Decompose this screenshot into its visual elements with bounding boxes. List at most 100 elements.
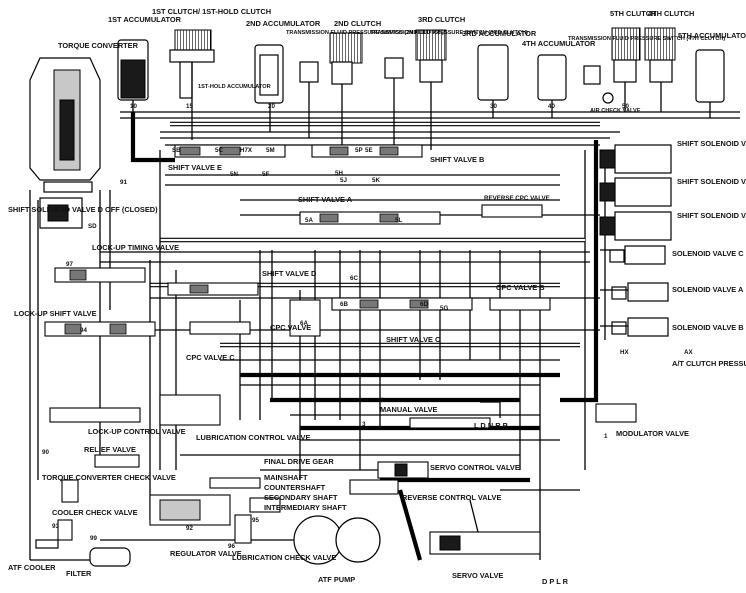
tfps-2nd-label: TRANSMISSION FLUID PRESSURE SWITCH (2ND … — [286, 30, 444, 36]
lock-up-control-label: LOCK-UP CONTROL VALVE — [88, 427, 186, 436]
1st-accumulator-piston — [120, 59, 146, 99]
mainshaft-block — [209, 477, 261, 489]
mainshaft-label: MAINSHAFT — [264, 473, 308, 482]
1st-clutch-pack — [174, 29, 212, 53]
port-labels: 10 15 20 30 40 50 SB 5C H7X SD 5A 1 3 4 … — [42, 103, 693, 550]
4th-accumulator — [537, 54, 567, 101]
shift-valve-e-label: SHIFT VALVE E — [168, 163, 222, 172]
lnrp-label: L D N R P — [474, 421, 508, 430]
port-5g: 5G — [440, 305, 448, 312]
tfps-2nd — [299, 61, 319, 83]
solenoid-b-inlet — [611, 321, 627, 335]
2nd-accumulator-piston — [259, 54, 279, 96]
shift-solenoid-b-body — [614, 144, 672, 174]
modulator-valve-body — [595, 403, 637, 423]
port-94: 94 — [80, 327, 87, 334]
4th-accumulator-label: 4TH ACCUMULATOR — [522, 39, 596, 48]
shift-solenoid-a-body — [614, 211, 672, 241]
2nd-clutch-label: 2ND CLUTCH — [334, 19, 381, 28]
regulator-label: REGULATOR VALVE — [170, 549, 242, 558]
solenoid-a-inlet — [611, 286, 627, 300]
cooler-check-label: COOLER CHECK VALVE — [52, 508, 138, 517]
lock-up-shift-valve-body — [44, 321, 156, 337]
port-99: 99 — [90, 535, 97, 542]
shift-solenoid-b-label: SHIFT SOLENOID VALVE B ON (CLOSED) — [677, 139, 746, 148]
port-5m: 5M — [266, 147, 275, 154]
reverse-control-valve-body — [349, 479, 399, 495]
4th-clutch-drum — [649, 59, 673, 83]
port-5a: 5A — [305, 217, 313, 224]
port-5c: 5C — [215, 147, 223, 154]
valve-bodies — [35, 144, 637, 567]
port-1: 1 — [604, 433, 608, 440]
solenoid-b-block — [627, 317, 669, 337]
atf-pump-label: ATF PUMP — [318, 575, 355, 584]
reverse-cpc-valve-body — [481, 204, 543, 218]
shift-solenoid-a-label: SHIFT SOLENOID VALVE A OFF (CLOSED) — [677, 211, 746, 220]
lube-control-label: LUBRICATION CONTROL VALVE — [196, 433, 310, 442]
torque-converter-label: TORQUE CONVERTER — [58, 41, 139, 50]
port-h7x: H7X — [240, 147, 253, 154]
intermediary-shaft-block — [249, 497, 281, 513]
solenoid-c-block — [624, 245, 666, 265]
port-5l: 5L — [395, 217, 402, 224]
lock-up-timing-valve-body — [54, 267, 146, 283]
port-40: 40 — [548, 103, 555, 110]
dpr-label: D P L R — [542, 577, 569, 586]
port-6c: 6C — [350, 275, 358, 282]
filter-block — [89, 547, 131, 567]
solenoid-a-label: SOLENOID VALVE A — [672, 285, 744, 294]
relief-valve-body — [94, 454, 140, 468]
solenoid-c-inlet — [609, 249, 625, 263]
port-30: 30 — [490, 103, 497, 110]
shift-solenoid-c-label: SHIFT SOLENOID VALVE C ON (CLOSED) — [677, 177, 746, 186]
port-5e: 5E — [365, 147, 373, 154]
cpc-valve-label: CPC VALVE — [270, 323, 311, 332]
torque-converter-hub — [43, 181, 93, 193]
filter-label: FILTER — [66, 569, 92, 578]
port-5f: 5F — [262, 171, 269, 178]
solenoid-b-label: SOLENOID VALVE B — [672, 323, 744, 332]
port-50: 50 — [622, 103, 629, 110]
port-sb: SB — [172, 147, 181, 154]
5th-clutch-pack — [611, 27, 641, 61]
right-solenoids — [599, 144, 672, 337]
modulator-label: MODULATOR VALVE — [616, 429, 689, 438]
solenoid-a-block — [627, 282, 669, 302]
manual-valve-label: MANUAL VALVE — [380, 405, 438, 414]
lock-up-timing-label: LOCK-UP TIMING VALVE — [92, 243, 179, 252]
tfps-4th-label: TRANSMISSION FLUID PRESSURE SWITCH (4TH … — [568, 36, 725, 42]
relief-label: RELIEF VALVE — [84, 445, 136, 454]
solenoid-c-label: SOLENOID VALVE C — [672, 249, 744, 258]
3rd-clutch-drum — [419, 59, 443, 83]
atf-cooler-block — [35, 539, 59, 549]
5th-accumulator-label: 5TH ACCUMULATOR — [678, 31, 746, 40]
2nd-clutch-drum — [331, 61, 353, 85]
atf-cooler-label: ATF COOLER — [8, 563, 56, 572]
cpc-valve-body — [289, 299, 321, 337]
shift-solenoid-c-body — [614, 177, 672, 207]
secondary-shaft-label: SECONDARY SHAFT — [264, 493, 338, 502]
shift-valve-d-label: SHIFT VALVE D — [262, 269, 317, 278]
intermediary-shaft-label: INTERMEDIARY SHAFT — [264, 503, 347, 512]
torque-converter — [29, 57, 101, 193]
top-components — [117, 27, 725, 104]
1st-hold-accumulator — [179, 61, 193, 99]
lubrication-control-valve-body — [159, 394, 221, 426]
shift-solenoid-d-label: SHIFT SOLENOID VALVE D OFF (CLOSED) — [8, 205, 158, 214]
3rd-accumulator-label: 3RD ACCUMULATOR — [462, 29, 537, 38]
port-6a: 6A — [300, 320, 308, 327]
servo-control-label: SERVO CONTROL VALVE — [430, 463, 520, 472]
manual-valve-body — [409, 417, 491, 429]
reverse-cpc-label: REVERSE CPC VALVE — [484, 195, 550, 202]
4th-clutch-pack — [644, 27, 676, 61]
4th-clutch-label: 4TH CLUTCH — [648, 9, 694, 18]
port-5n: 5N — [230, 171, 238, 178]
port-90: 90 — [42, 449, 49, 456]
tfps-3rd-label: TRANSMISSION FLUID PRESSURE SWITCH (3RD … — [370, 30, 528, 36]
labels: TORQUE CONVERTER 1ST ACCUMULATOR 1ST CLU… — [8, 7, 746, 586]
tfps-3rd — [384, 57, 404, 79]
torque-converter-turbine — [59, 99, 75, 161]
lubrication-check-valve-body — [234, 514, 252, 544]
